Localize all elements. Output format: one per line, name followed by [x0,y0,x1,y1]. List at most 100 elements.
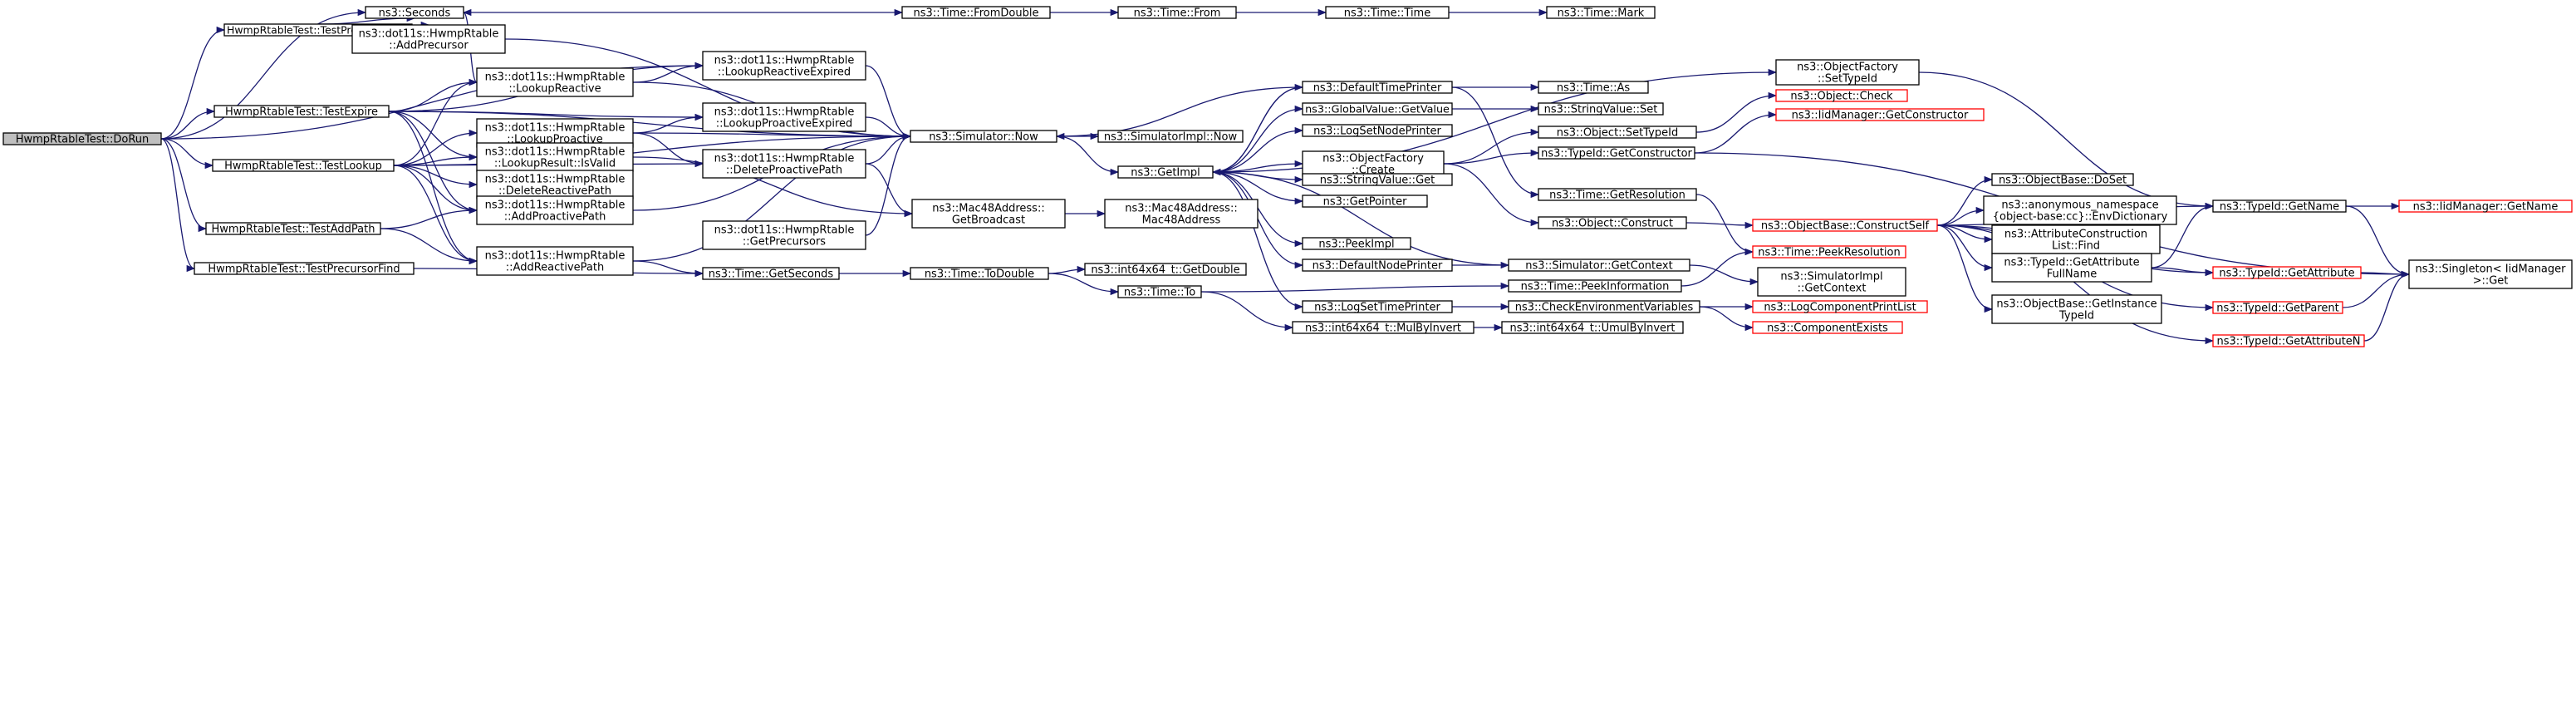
node-label: ns3::Mac48Address:: [1125,203,1237,215]
node-do-run[interactable]: HwmpRtableTest::DoRun [2,132,162,146]
node-lookup-proactive-expired[interactable]: ns3::dot11s::HwmpRtable::LookupProactive… [702,102,866,132]
node-sim-now[interactable]: ns3::Simulator::Now [910,130,1057,144]
node-object-check[interactable]: ns3::Object::Check [1775,89,1908,103]
node-env-dictionary[interactable]: ns3::anonymous_namespace{object-base:cc}… [1983,195,2177,225]
node-box [1302,102,1453,116]
node-label: {object-base:cc}::EnvDictionary [1993,211,2168,224]
call-nodes: HwmpRtableTest::DoRunHwmpRtableTest::Tes… [2,6,2573,348]
call-edge-add-reactive-path-to-sim-now [632,132,912,262]
node-iid-mgr-get-ctor[interactable]: ns3::IidManager::GetConstructor [1775,108,1985,122]
node-label: ::AddProactivePath [504,211,606,224]
node-obj-factory-create[interactable]: ns3::ObjectFactory::Create [1302,150,1445,177]
call-edge-test-lookup-to-lookup-reactive [393,78,478,166]
call-edge-test-expire-to-add-reactive-path [388,111,478,265]
node-label: List::Find [2052,240,2100,253]
node-string-value-set[interactable]: ns3::StringValue::Set [1538,102,1664,116]
node-default-time-printer[interactable]: ns3::DefaultTimePrinter [1302,81,1453,95]
node-string-value-get[interactable]: ns3::StringValue::Get [1302,173,1453,187]
node-time-to[interactable]: ns3::Time::To [1117,285,1202,299]
node-mul-by-invert[interactable]: ns3::int64x64_t::MulByInvert [1292,321,1474,335]
node-label: ns3::TypeId::GetConstructor [1541,148,1692,160]
node-box [2408,259,2573,289]
call-edge-sim-get-context-to-sim-impl-get-context [1689,264,1759,286]
node-peek-information[interactable]: ns3::Time::PeekInformation [1508,279,1682,293]
node-umul-by-invert[interactable]: ns3::int64x64_t::UmulByInvert [1501,321,1684,335]
node-type-id-get-parent[interactable]: ns3::TypeId::GetParent [2212,301,2343,315]
node-add-proactive-path[interactable]: ns3::dot11s::HwmpRtable::AddProactivePat… [476,195,634,225]
node-sim-impl-now[interactable]: ns3::SimulatorImpl::Now [1097,130,1244,144]
node-is-valid[interactable]: ns3::dot11s::HwmpRtable::LookupResult::I… [476,142,634,172]
node-get-impl[interactable]: ns3::GetImpl [1117,165,1214,180]
node-check-env-vars[interactable]: ns3::CheckEnvironmentVariables [1508,300,1700,314]
node-object-construct[interactable]: ns3::Object::Construct [1538,216,1687,230]
node-label: ns3::dot11s::HwmpRtable [485,250,626,263]
node-box [1757,267,1906,297]
node-get-double[interactable]: ns3::int64x64_t::GetDouble [1084,263,1247,277]
node-test-precursor-find[interactable]: HwmpRtableTest::TestPrecursorFind [194,262,415,276]
node-lookup-proactive[interactable]: ns3::dot11s::HwmpRtable::LookupProactive [476,118,634,148]
node-type-id-get-name[interactable]: ns3::TypeId::GetName [2212,199,2347,214]
node-log-set-time-printer[interactable]: ns3::LogSetTimePrinter [1302,300,1453,314]
node-time-get-resolution[interactable]: ns3::Time::GetResolution [1538,188,1697,202]
node-label: ns3::Time::As [1557,82,1631,95]
node-sim-get-context[interactable]: ns3::Simulator::GetContext [1508,259,1690,273]
node-box [2,132,162,145]
node-get-seconds[interactable]: ns3::Time::GetSeconds [702,267,840,281]
node-lookup-reactive[interactable]: ns3::dot11s::HwmpRtable::LookupReactive [476,67,634,97]
node-add-reactive-path[interactable]: ns3::dot11s::HwmpRtable::AddReactivePath [476,246,634,276]
node-time-time[interactable]: ns3::Time::Time [1325,6,1450,20]
node-global-value-get[interactable]: ns3::GlobalValue::GetValue [1302,102,1453,116]
node-get-precursors[interactable]: ns3::dot11s::HwmpRtable::GetPrecursors [702,220,866,250]
node-log-set-node-printer[interactable]: ns3::LogSetNodePrinter [1302,124,1453,138]
node-peek-impl[interactable]: ns3::PeekImpl [1302,237,1411,251]
node-do-set[interactable]: ns3::ObjectBase::DoSet [1991,173,2134,187]
node-label: ns3::Singleton< IidManager [2415,263,2566,276]
node-type-id-get-attribute-n[interactable]: ns3::TypeId::GetAttributeN [2212,334,2365,348]
node-time-mark[interactable]: ns3::Time::Mark [1546,6,1656,20]
node-box [1302,237,1411,250]
node-from-double[interactable]: ns3::Time::FromDouble [901,6,1051,20]
call-edge-construct-self-to-do-set [1936,175,1994,226]
node-get-pointer[interactable]: ns3::GetPointer [1302,195,1428,209]
node-time-from[interactable]: ns3::Time::From [1117,6,1237,20]
node-singleton-get[interactable]: ns3::Singleton< IidManager >::Get [2408,259,2573,289]
node-component-exists[interactable]: ns3::ComponentExists [1752,321,1903,335]
node-test-expire[interactable]: HwmpRtableTest::TestExpire [213,105,390,119]
node-default-node-printer[interactable]: ns3::DefaultNodePrinter [1302,259,1453,273]
node-peek-resolution[interactable]: ns3::Time::PeekResolution [1752,245,1906,259]
call-edge-test-expire-to-sim-now [388,111,912,140]
node-label: ns3::Time::PeekInformation [1521,281,1670,293]
node-box [1302,150,1445,177]
node-label: HwmpRtableTest::TestPrecursorFind [208,263,400,276]
node-lookup-reactive-expired[interactable]: ns3::dot11s::HwmpRtable::LookupReactiveE… [702,51,866,81]
node-mac48-ctor[interactable]: ns3::Mac48Address::Mac48Address [1104,199,1259,229]
node-label: ns3::Object::Construct [1552,218,1673,230]
node-obj-factory-set-type-id[interactable]: ns3::ObjectFactory::SetTypeId [1775,59,1920,86]
node-label: HwmpRtableTest::TestExpire [225,106,378,119]
node-label: ns3::LogSetTimePrinter [1314,302,1440,314]
node-delete-reactive-path[interactable]: ns3::dot11s::HwmpRtable::DeleteReactiveP… [476,170,634,199]
node-add-precursor[interactable]: ns3::dot11s::HwmpRtable::AddPrecursor [351,24,506,54]
node-label: ns3::dot11s::HwmpRtable [485,174,626,186]
node-type-id-get-attribute[interactable]: ns3::TypeId::GetAttribute [2212,266,2362,280]
node-label: ns3::SimulatorImpl [1780,271,1882,283]
node-seconds[interactable]: ns3::Seconds [365,6,464,20]
node-test-lookup[interactable]: HwmpRtableTest::TestLookup [212,159,395,173]
node-box [1752,300,1928,313]
node-construct-self[interactable]: ns3::ObjectBase::ConstructSelf [1752,219,1938,233]
node-test-add-path[interactable]: HwmpRtableTest::TestAddPath [205,222,381,236]
node-get-broadcast[interactable]: ns3::Mac48Address::GetBroadcast [911,199,1066,229]
node-iid-mgr-get-name[interactable]: ns3::IidManager::GetName [2398,199,2573,214]
node-delete-proactive-path[interactable]: ns3::dot11s::HwmpRtable::DeleteProactive… [702,149,866,179]
node-log-component-print-list[interactable]: ns3::LogComponentPrintList [1752,300,1928,314]
node-type-id-get-ctor[interactable]: ns3::TypeId::GetConstructor [1538,146,1695,160]
node-object-set-type-id[interactable]: ns3::Object::SetTypeId [1538,126,1697,140]
node-to-double[interactable]: ns3::Time::ToDouble [910,267,1049,281]
node-label: ns3::ObjectFactory [1797,62,1898,74]
node-time-as[interactable]: ns3::Time::As [1538,81,1649,95]
node-sim-impl-get-context[interactable]: ns3::SimulatorImpl::GetContext [1757,267,1906,297]
node-box [702,102,866,132]
